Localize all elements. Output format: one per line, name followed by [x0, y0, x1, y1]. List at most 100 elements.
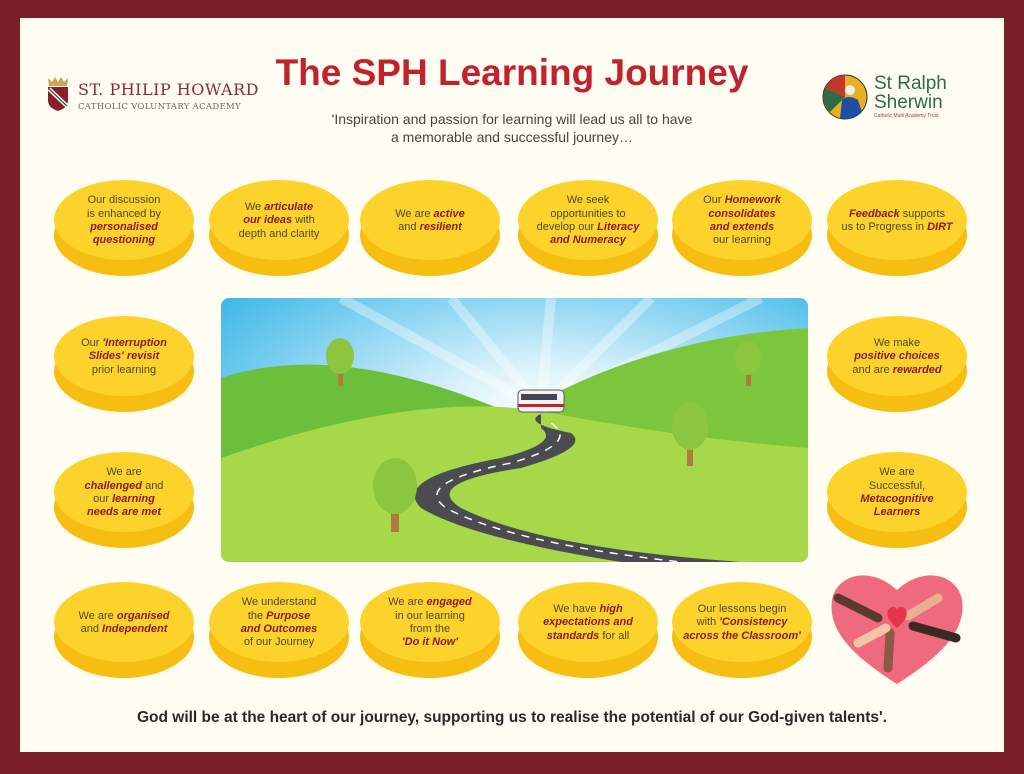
plain-text: We are — [78, 609, 117, 622]
plain-text: We are — [395, 207, 434, 220]
coin-text-line: 'Do it Now' — [402, 636, 458, 649]
plain-text: of our Journey — [243, 636, 315, 649]
school-subtitle: Catholic Voluntary Academy — [78, 102, 241, 112]
emphasis-text: 'Interruption — [102, 337, 167, 350]
coin-text-line: and resilient — [398, 221, 462, 234]
emphasis-text: and Numeracy — [550, 234, 626, 247]
coin-text-line: Learners — [874, 506, 920, 519]
coin-text-line: We are — [106, 466, 141, 479]
trust-subtitle: Catholic Multi Academy Trust — [874, 113, 939, 119]
coin-text-line: Metacognitive — [860, 493, 933, 506]
journey-illustration — [221, 298, 808, 562]
coin-text-line: across the Classroom' — [683, 630, 801, 643]
emphasis-text: consolidates — [708, 207, 776, 220]
plain-text: Successful, — [868, 479, 926, 492]
emphasis-text: and extends — [709, 221, 775, 233]
emphasis-text: engaged — [426, 596, 472, 609]
coin-text-line: the Purpose — [248, 610, 310, 623]
emphasis-text: 'Do it Now' — [402, 636, 458, 649]
coin-text-line: and extends — [710, 221, 774, 234]
coin-text-line: We seek — [567, 194, 610, 207]
coin-face — [672, 180, 812, 260]
emphasis-text: Purpose — [266, 609, 311, 622]
plain-text: Our lessons begin — [697, 603, 787, 616]
coin-text-line: opportunities to — [550, 208, 625, 221]
coin-text-line: We are organised — [79, 610, 170, 623]
emphasis-text: 'Consistency — [719, 616, 788, 629]
coin-text-line: standards for all — [547, 630, 630, 643]
emphasis-text: high — [599, 603, 623, 616]
coin-face — [54, 316, 194, 396]
coin-face — [54, 452, 194, 532]
coin-text-line: and are rewarded — [852, 364, 941, 377]
emphasis-text: our ideas — [243, 214, 293, 227]
coin-text-line: and Independent — [81, 623, 168, 636]
subtitle: 'Inspiration and passion for learning wi… — [0, 110, 1024, 146]
coin-text-line: expectations and — [543, 616, 633, 629]
emphasis-text: expectations and — [543, 616, 633, 629]
plain-text: and — [80, 623, 103, 635]
coin-text-line: in our learning — [395, 610, 465, 623]
minibus-icon — [517, 389, 565, 413]
plain-text: prior learning — [91, 363, 157, 376]
coin-text-line: of our Journey — [244, 636, 314, 649]
plain-text: Our discussion — [87, 194, 161, 207]
coin-face — [518, 180, 658, 260]
heart-hands-illustration — [831, 575, 963, 684]
coin-face — [827, 316, 967, 396]
plain-text: and are — [852, 363, 893, 376]
coin-face — [518, 582, 658, 662]
coin-text-line: We understand — [242, 596, 316, 609]
plain-text: us to Progress in — [841, 221, 928, 233]
coin-text-line: and Outcomes — [241, 623, 317, 636]
emphasis-text: Slides' revisit — [88, 350, 160, 363]
coin-text-line: develop our Literacy — [537, 221, 640, 234]
coin-face — [827, 180, 967, 260]
plain-text: for all — [599, 629, 630, 642]
coin-text-line: questioning — [93, 234, 155, 247]
coin-text-line: We are — [879, 466, 914, 479]
coin-text-line: and Numeracy — [550, 234, 626, 247]
plain-text: We make — [873, 337, 921, 350]
coin-text-line: consolidates — [708, 208, 775, 221]
coin-face — [209, 582, 349, 662]
plain-text: with — [696, 616, 720, 629]
plain-text: in our learning — [395, 609, 465, 622]
emphasis-text: learning — [112, 493, 155, 505]
emphasis-text: and Outcomes — [240, 623, 318, 635]
emphasis-text: resilient — [419, 221, 462, 233]
coin-text-line: our learning — [93, 493, 155, 506]
coin-text-line: Our Homework — [703, 194, 781, 207]
emphasis-text: active — [433, 207, 465, 220]
coin-face — [209, 180, 349, 260]
plain-text: We seek — [566, 194, 610, 207]
crest-icon — [47, 77, 69, 111]
school-name: St. Philip Howard — [78, 80, 259, 99]
plain-text: opportunities to — [550, 207, 626, 220]
plain-text: with — [292, 214, 315, 227]
emphasis-text: Independent — [102, 623, 168, 635]
plain-text: We are — [388, 596, 427, 609]
plain-text: the — [247, 609, 267, 622]
coin-text-line: We articulate — [245, 201, 313, 214]
coin-text-line: our learning — [713, 234, 771, 247]
emphasis-text: questioning — [92, 234, 156, 247]
page-title: The SPH Learning Journey — [275, 52, 749, 93]
coin-text-line: personalised — [90, 221, 158, 234]
coin-text-line: our ideas with — [243, 214, 315, 227]
stained-glass-icon — [822, 74, 868, 120]
